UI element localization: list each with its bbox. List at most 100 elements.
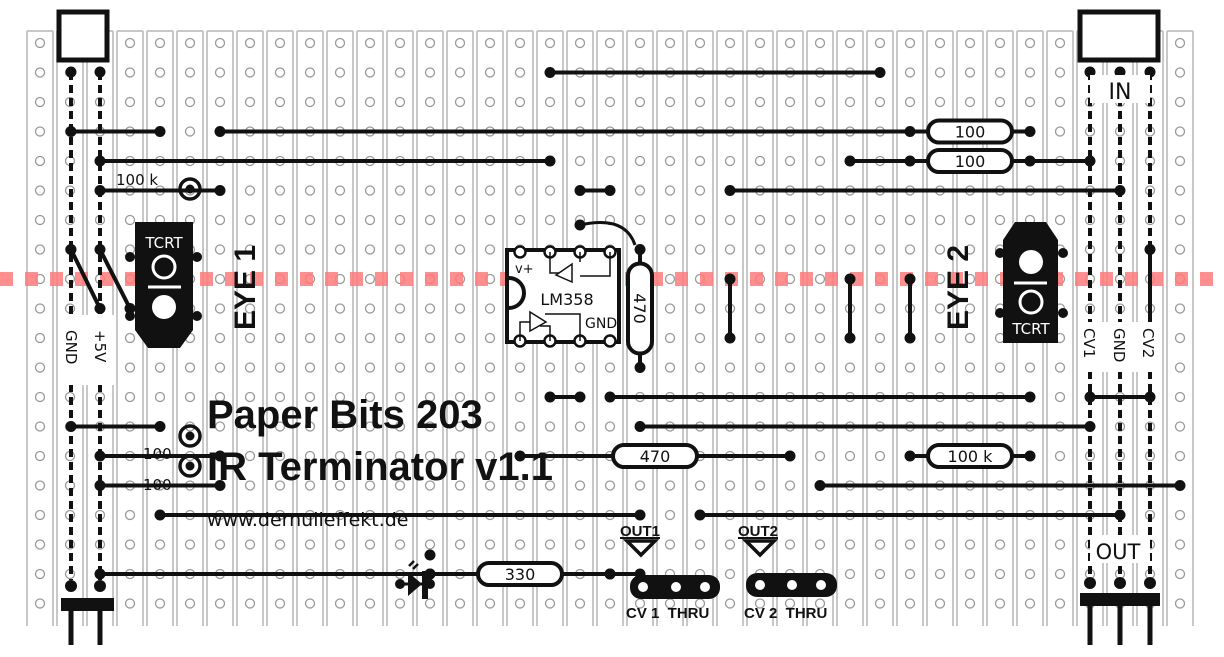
hole <box>34 332 46 344</box>
hole <box>244 480 256 491</box>
jack-out1-bottom-label: CV 1 THRU <box>626 605 709 622</box>
hole <box>904 67 916 78</box>
hole <box>454 185 466 196</box>
hole <box>724 155 736 167</box>
hole <box>514 96 526 108</box>
resistor: 100 <box>904 118 1036 145</box>
hole <box>214 303 226 314</box>
hole <box>394 37 406 49</box>
hole <box>544 185 556 196</box>
hole <box>214 67 226 78</box>
hole <box>814 96 826 108</box>
wire-end <box>604 185 616 196</box>
website: www.dernulleffekt.de <box>207 509 409 531</box>
hole <box>424 391 436 403</box>
hole <box>274 391 286 403</box>
hole <box>34 126 46 137</box>
hole <box>394 450 406 462</box>
cut-mark <box>250 272 263 286</box>
hole <box>484 391 496 403</box>
hole <box>34 37 46 49</box>
wire-end <box>844 155 856 167</box>
hole <box>124 37 136 49</box>
hole <box>934 67 946 78</box>
jack-out2: OUT2 CV 2 THRU <box>738 523 837 622</box>
hole <box>544 362 556 373</box>
resistor-body <box>626 261 654 356</box>
hole <box>514 214 526 226</box>
hole <box>274 303 286 314</box>
hole <box>514 67 526 78</box>
hole <box>934 332 946 344</box>
hole <box>724 480 736 491</box>
hole <box>34 362 46 373</box>
hole <box>364 480 376 491</box>
hole <box>934 37 946 49</box>
hole <box>454 244 466 255</box>
resistor-end <box>784 450 796 462</box>
ic-part-label: LM358 <box>540 290 593 309</box>
trimmer-points: 100 k 100 100 <box>116 171 202 494</box>
wire-end <box>65 421 77 432</box>
hole <box>604 37 616 49</box>
hole <box>694 539 706 550</box>
wire-end <box>1084 155 1096 167</box>
hole <box>34 480 46 491</box>
wire-end <box>724 185 736 196</box>
hole <box>784 598 796 609</box>
hole <box>904 244 916 255</box>
hole <box>724 244 736 255</box>
cut-mark <box>1125 272 1138 286</box>
hole <box>124 362 136 373</box>
resistor-body <box>476 561 564 587</box>
hole <box>274 37 286 49</box>
hole <box>424 598 436 609</box>
wire-end <box>904 273 916 285</box>
hole <box>454 598 466 609</box>
hole <box>874 332 886 344</box>
hole <box>664 273 676 285</box>
wire-end <box>94 185 106 196</box>
wire-end <box>94 155 106 167</box>
resistor-end <box>1024 155 1036 167</box>
hole <box>574 155 586 167</box>
hole <box>964 37 976 49</box>
hole <box>844 362 856 373</box>
hole <box>664 362 676 373</box>
wire-end <box>1174 480 1186 491</box>
hole <box>664 244 676 255</box>
hole <box>754 214 766 226</box>
hole <box>964 244 976 255</box>
hole <box>844 37 856 49</box>
hole <box>274 332 286 344</box>
hole <box>34 185 46 196</box>
hole <box>424 303 436 314</box>
hole <box>934 96 946 108</box>
hole <box>274 96 286 108</box>
hole <box>274 67 286 78</box>
resistor: 470 <box>514 443 796 469</box>
wire-end <box>634 421 646 432</box>
hole <box>1024 37 1036 49</box>
wire-end <box>1114 509 1126 521</box>
hole <box>814 598 826 609</box>
cut-mark <box>275 272 288 286</box>
hole <box>214 37 226 49</box>
hole <box>394 598 406 609</box>
cut-mark <box>775 272 788 286</box>
ic-vplus-label: v+ <box>515 262 534 277</box>
hole <box>754 332 766 344</box>
hole <box>544 214 556 226</box>
hole <box>964 96 976 108</box>
hole <box>874 303 886 314</box>
resistor-end <box>604 568 616 580</box>
hole <box>814 244 826 255</box>
hole <box>964 332 976 344</box>
hole <box>604 155 616 167</box>
hole <box>514 391 526 403</box>
hole <box>394 362 406 373</box>
hole <box>364 214 376 226</box>
hole <box>874 214 886 226</box>
resistor-end <box>904 450 916 462</box>
resistor-value: 100 <box>955 123 986 142</box>
